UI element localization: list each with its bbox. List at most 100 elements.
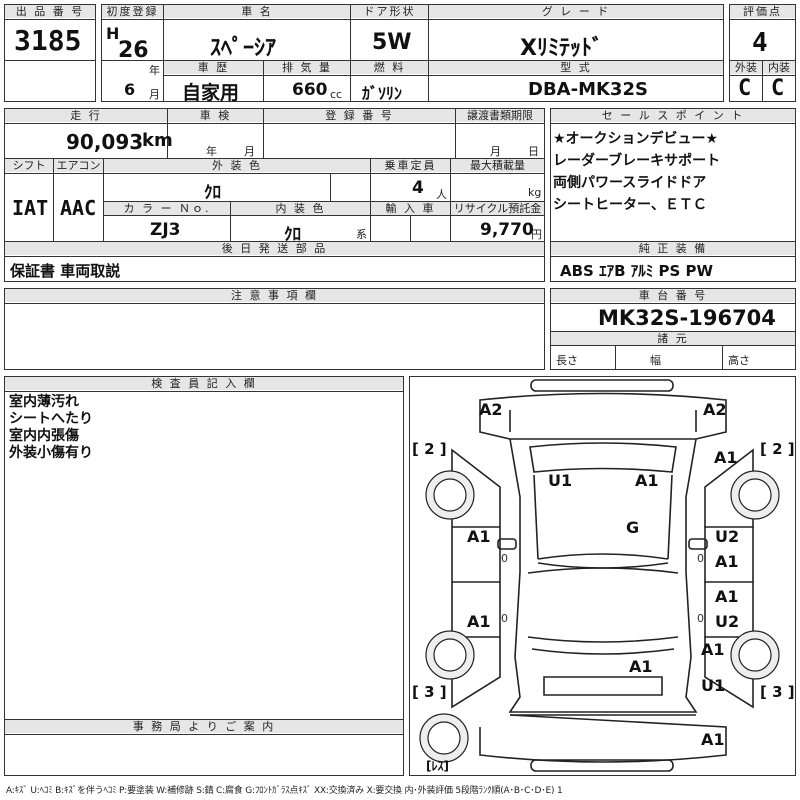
inspection-year: 年 — [206, 145, 217, 158]
registration-label: 登 録 番 号 — [264, 109, 455, 122]
capacity-unit: 人 — [436, 188, 447, 201]
inspector-box — [4, 376, 404, 776]
car-name-label: 車 名 — [164, 5, 350, 18]
car-diagram: [ 2 ] [ 2 ] [ 3 ] [ 3 ] [ﾚｽ] A2 A2 A1 U1… — [412, 379, 795, 773]
lot-label: 出 品 番 号 — [5, 5, 95, 18]
transfer-label: 譲渡書類期限 — [456, 109, 544, 122]
inspector-label: 検 査 員 記 入 欄 — [5, 377, 403, 390]
tire-mark: [ﾚｽ] — [426, 759, 449, 773]
door-type: 5W — [372, 30, 412, 55]
shift: IAT — [12, 196, 49, 220]
ext-color-label: 外 装 色 — [104, 159, 370, 172]
chassis-number: MK32S-196704 — [598, 306, 776, 330]
transfer-day: 日 — [528, 145, 539, 158]
ext-color: ｸﾛ — [204, 183, 221, 203]
damage-code: U1 — [701, 676, 725, 695]
recycle-label: リサイクル預託金 — [451, 202, 544, 215]
tire-mark: [ 2 ] — [412, 440, 447, 458]
model-code: DBA-MK32S — [528, 79, 648, 100]
max-load-label: 最大積載量 — [451, 159, 544, 172]
tire-mark: [ 3 ] — [760, 683, 795, 701]
sales-point: レーダーブレーキサポート — [553, 153, 721, 169]
inspection-month: 月 — [244, 145, 255, 158]
damage-code: U2 — [715, 527, 739, 546]
side-mark: 0 — [697, 552, 704, 565]
lot-box — [4, 4, 96, 102]
displacement: 660 — [292, 80, 328, 100]
later-parts-label: 後 日 発 送 部 品 — [5, 242, 544, 255]
year: 26 — [118, 38, 149, 63]
mileage: 90,093 — [66, 130, 144, 154]
fuel-label: 燃 料 — [351, 61, 428, 74]
inspector-remarks: 室内薄汚れ シートへたり 室内内張傷 外装小傷有り — [9, 394, 93, 462]
interior-grade: C — [771, 76, 785, 101]
transfer-month: 月 — [490, 145, 501, 158]
interior-label: 内装 — [763, 61, 795, 74]
grade-label: グ レ ー ド — [429, 5, 723, 18]
int-color-label: 内 装 色 — [231, 202, 370, 215]
ac: AAC — [60, 196, 97, 220]
import-label: 輸 入 車 — [371, 202, 450, 215]
car-diagram-box — [409, 376, 796, 776]
mileage-unit: km — [142, 130, 173, 151]
exterior-label: 外装 — [730, 61, 762, 74]
remark: 室内内張傷 — [9, 428, 79, 444]
damage-code: A1 — [715, 552, 739, 571]
sales-point: 両側パワースライドドア — [553, 175, 707, 191]
office-label: 事 務 局 よ り ご 案 内 — [5, 720, 403, 733]
month-unit: 月 — [149, 88, 160, 101]
score: 4 — [752, 28, 768, 58]
exterior-grade: C — [738, 76, 752, 101]
damage-code: A1 — [629, 657, 653, 676]
year-unit: 年 — [149, 64, 160, 77]
color-no: ZJ3 — [150, 220, 181, 240]
color-no-label: カ ラ ー Ｎｏ. — [104, 202, 230, 215]
sales-point: シートヒーター、ＥＴＣ — [553, 197, 707, 213]
lot-number: 3185 — [14, 24, 82, 57]
history-label: 車 歴 — [164, 61, 263, 74]
spec-label: 諸 元 — [551, 332, 795, 345]
side-mark: 0 — [501, 612, 508, 625]
damage-code: A1 — [467, 527, 491, 546]
car-name: ｽﾍﾟｰｼｱ — [210, 36, 277, 61]
notes-label: 注 意 事 項 欄 — [5, 289, 544, 302]
mileage-label: 走 行 — [5, 109, 167, 122]
chassis-box — [550, 288, 796, 370]
sales-box — [550, 108, 796, 282]
ac-label: エアコン — [54, 159, 103, 172]
damage-code: A1 — [715, 587, 739, 606]
sales-points-label: セ ー ル ス ポ イ ン ト — [551, 109, 795, 122]
displacement-unit: cc — [330, 88, 343, 101]
first-reg-label: 初度登録 — [102, 5, 163, 18]
equipment-label: 純 正 装 備 — [551, 242, 795, 255]
damage-code: G — [626, 518, 639, 537]
recycle-fee: 9,770 — [480, 220, 534, 240]
int-color-unit: 系 — [356, 228, 367, 241]
damage-code: A1 — [701, 730, 725, 749]
model-label: 型 式 — [429, 61, 723, 74]
damage-code: U1 — [548, 471, 572, 490]
damage-code: A2 — [479, 400, 503, 419]
score-label: 評価点 — [730, 5, 795, 18]
capacity: 4 — [412, 178, 424, 198]
grade: Xﾘﾐﾃｯﾄﾞ — [520, 36, 603, 61]
damage-code: A1 — [467, 612, 491, 631]
sales-points-list: ★オークションデビュー★ レーダーブレーキサポート 両側パワースライドドア シー… — [553, 128, 720, 216]
era: H — [106, 24, 120, 43]
details-box — [4, 108, 545, 282]
tire-mark: [ 3 ] — [412, 683, 447, 701]
side-mark: 0 — [501, 552, 508, 565]
side-mark: 0 — [697, 612, 704, 625]
chassis-label: 車 台 番 号 — [551, 289, 795, 302]
damage-code: A1 — [701, 640, 725, 659]
damage-code: A1 — [635, 471, 659, 490]
max-load-unit: kg — [528, 186, 542, 199]
recycle-unit: 円 — [531, 228, 542, 241]
remark: 室内薄汚れ — [9, 394, 79, 410]
later-parts: 保証書 車両取説 — [10, 262, 121, 280]
door-label: ドア形状 — [351, 5, 428, 18]
damage-code: A2 — [703, 400, 727, 419]
damage-code: A1 — [714, 448, 738, 467]
tire-mark: [ 2 ] — [760, 440, 795, 458]
fuel: ｶﾞｿﾘﾝ — [362, 84, 403, 103]
